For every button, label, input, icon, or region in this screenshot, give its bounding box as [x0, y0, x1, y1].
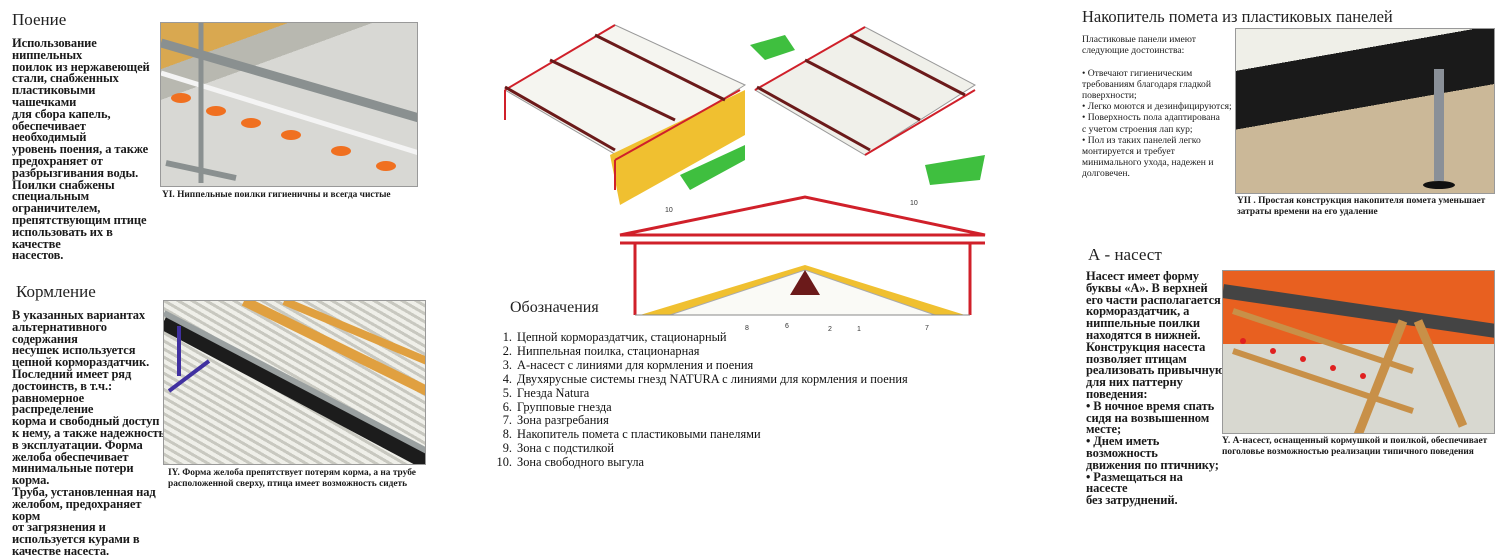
poultry-house-diagrams: 8 6 2 1 7 10 10 — [504, 24, 986, 333]
plastic-panel-photo — [1235, 28, 1495, 194]
drinking-title: Поение — [12, 10, 67, 29]
perch-caption: Y. А-насест, оснащенный кормушкой и поил… — [1222, 436, 1488, 457]
manure-text: Пластиковые панели имеют следующие досто… — [1082, 34, 1232, 180]
legend-list: 1.Цепной кормораздатчик, стационарный 2.… — [490, 330, 908, 470]
diagram-label: 2 — [828, 326, 832, 333]
manure-title: Накопитель помета из пластиковых панелей — [1082, 7, 1393, 26]
legend-item: 5.Гнезда Natura — [502, 385, 590, 400]
diagram-label: 6 — [785, 323, 789, 330]
legend-item: 9.Зона с подстилкой — [502, 441, 614, 456]
aviary-house-diagram-left — [504, 24, 747, 205]
legend-item: 10.Зона свободного выгула — [496, 455, 645, 470]
nipple-drinker-photo — [160, 22, 418, 187]
diagram-label: 10 — [910, 200, 918, 207]
legend-item: 6.Групповые гнезда — [502, 399, 612, 414]
diagram-label: 10 — [665, 207, 673, 214]
aviary-house-diagram-right — [750, 26, 985, 185]
diagram-label: 1 — [857, 326, 861, 333]
legend-item: 3.А-насест с линиями для кормления и пое… — [502, 357, 754, 372]
drinking-caption: YI. Ниппельные поилки гигиеничны и всегд… — [162, 190, 391, 200]
cross-section-diagram: 8 6 2 1 7 10 10 — [619, 195, 986, 333]
feeding-caption: IY. Форма желоба препятствует потерям ко… — [168, 468, 416, 489]
chain-feeder-photo — [163, 300, 426, 465]
legend-item: 2.Ниппельная поилка, стационарная — [502, 343, 700, 358]
feeding-text: В указанных вариантах альтернативного со… — [12, 308, 166, 558]
feeding-title: Кормление — [16, 282, 96, 301]
drinking-text: Использование ниппельных поилок из нержа… — [12, 36, 150, 263]
manure-caption: YII . Простая конструкция накопителя пом… — [1237, 196, 1486, 217]
legend-item: 8.Накопитель помета с пластиковыми панел… — [502, 427, 761, 442]
legend-item: 1.Цепной кормораздатчик, стационарный — [502, 330, 727, 344]
legend-item: 4.Двухярусные системы гнезд NATURA с лин… — [502, 371, 908, 386]
diagram-label: 7 — [925, 325, 929, 332]
perch-text: Насест имеет форму буквы «А». В верхней … — [1086, 269, 1225, 508]
diagram-label: 8 — [745, 325, 749, 332]
legend-title: Обозначения — [510, 299, 599, 316]
legend-item: 7.Зона разгребания — [502, 413, 609, 428]
a-perch-photo — [1222, 270, 1495, 434]
perch-title: А - насест — [1088, 245, 1162, 264]
